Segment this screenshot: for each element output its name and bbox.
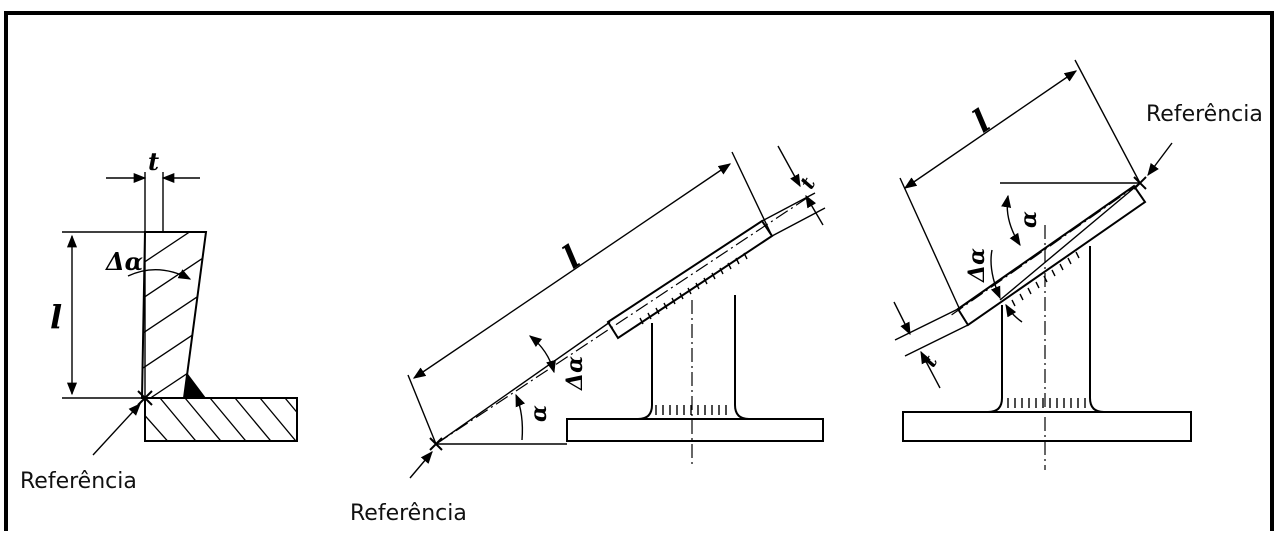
base-plate-hatching — [145, 398, 297, 441]
web-right-edge — [734, 295, 750, 420]
fig1-thickness-label: t — [148, 147, 159, 176]
web-left-edge — [637, 323, 653, 420]
plate-centerline — [435, 195, 811, 445]
base-plate — [566, 418, 824, 442]
delta-angle-arc — [127, 268, 192, 280]
fig2-reference-label: Referência — [350, 501, 467, 526]
fig3-angle-label: α — [1016, 211, 1042, 228]
fig1-length-label: l — [50, 298, 62, 336]
reference-point-marker — [137, 390, 153, 406]
figure-vertical-plate — [62, 172, 298, 456]
delta-angle-arc-lower — [1005, 303, 1023, 323]
thickness-arrow-top — [777, 145, 801, 188]
web-right-edge — [1089, 246, 1105, 413]
length-extension-left — [407, 374, 437, 445]
length-dimension-line — [412, 163, 732, 379]
figure-steep-plate — [893, 59, 1192, 470]
deviated-line — [999, 182, 1141, 301]
thickness-extension-2 — [904, 324, 969, 357]
fig1-reference-label: Referência — [20, 469, 137, 494]
thickness-arrow-top — [893, 301, 911, 336]
weld-fillet — [184, 374, 206, 398]
reference-point-marker — [429, 437, 443, 451]
delta-angle-arc-upper — [990, 249, 1001, 300]
fig3-reference-label: Referência — [1146, 102, 1263, 127]
fig2-delta-angle-label: Δα — [562, 356, 588, 391]
angle-arc — [1001, 194, 1021, 247]
delta-angle-arc — [529, 335, 556, 374]
fig2-thickness-label: t — [795, 172, 821, 193]
thickness-arrow-bottom — [920, 350, 941, 389]
reference-pointer-arrow — [1147, 142, 1173, 177]
length-extension-right — [1074, 59, 1141, 184]
inclined-plate — [606, 219, 774, 340]
base-plate — [144, 397, 298, 442]
thickness-arrow-bottom — [805, 194, 824, 226]
fig3-length-label: l — [966, 102, 997, 140]
fig1-delta-angle-label: Δα — [105, 247, 143, 276]
weld-ticks-bottom — [655, 405, 727, 415]
length-extension-right — [731, 151, 773, 237]
fig2-angle-label: α — [526, 405, 552, 422]
fig3-delta-angle-label: Δα — [964, 248, 990, 283]
length-extension-left — [899, 177, 961, 311]
weld-ticks-top — [1011, 251, 1080, 307]
figure-inclined-plate — [407, 145, 826, 479]
inclined-plate — [956, 184, 1147, 327]
base-plate — [902, 411, 1192, 442]
reference-point-marker — [1133, 176, 1147, 190]
reference-pointer-arrow — [409, 451, 433, 479]
web-left-edge — [987, 305, 1003, 413]
reference-pointer-arrow — [92, 403, 141, 456]
plate-centerline — [949, 182, 1141, 317]
length-dimension-line — [903, 70, 1078, 189]
weld-ticks-bottom — [1007, 398, 1086, 408]
diagram-frame — [4, 11, 1274, 531]
angle-arc — [515, 393, 526, 441]
